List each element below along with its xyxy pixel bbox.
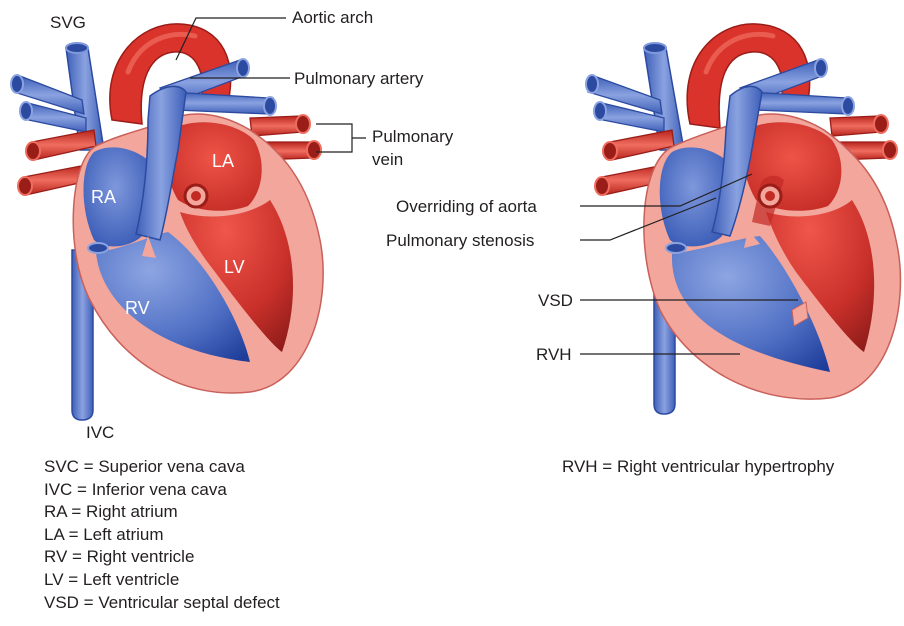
legend-item: LA = Left atrium [44,524,280,547]
label-pulmonary-vein-line1: Pulmonary [372,127,453,147]
label-vsd: VSD [538,291,573,311]
legend-item: RV = Right ventricle [44,546,280,569]
label-ra: RA [91,187,116,207]
legend-item: RA = Right atrium [44,501,280,524]
tetralogy-heart [586,24,900,414]
normal-heart [11,24,323,420]
legend-right: RVH = Right ventricular hypertrophy [562,456,834,479]
label-pulmonary-stenosis: Pulmonary stenosis [386,231,534,251]
legend-item: LV = Left ventricle [44,569,280,592]
legend-item: IVC = Inferior vena cava [44,479,280,502]
label-pulmonary-artery: Pulmonary artery [294,69,423,89]
legend-item: SVC = Superior vena cava [44,456,280,479]
label-la: LA [212,151,234,171]
label-rv: RV [125,298,150,318]
label-overriding-aorta: Overriding of aorta [396,197,537,217]
label-lv: LV [224,257,245,277]
label-svg: SVG [50,13,86,33]
legend-item: RVH = Right ventricular hypertrophy [562,456,834,479]
label-aortic-arch: Aortic arch [292,8,373,28]
label-rvh: RVH [536,345,572,365]
legend-item: VSD = Ventricular septal defect [44,592,280,615]
legend-left: SVC = Superior vena cava IVC = Inferior … [44,456,280,614]
label-pulmonary-vein-line2: vein [372,150,403,170]
left-atrium-2 [742,122,841,211]
label-ivc: IVC [86,423,114,443]
